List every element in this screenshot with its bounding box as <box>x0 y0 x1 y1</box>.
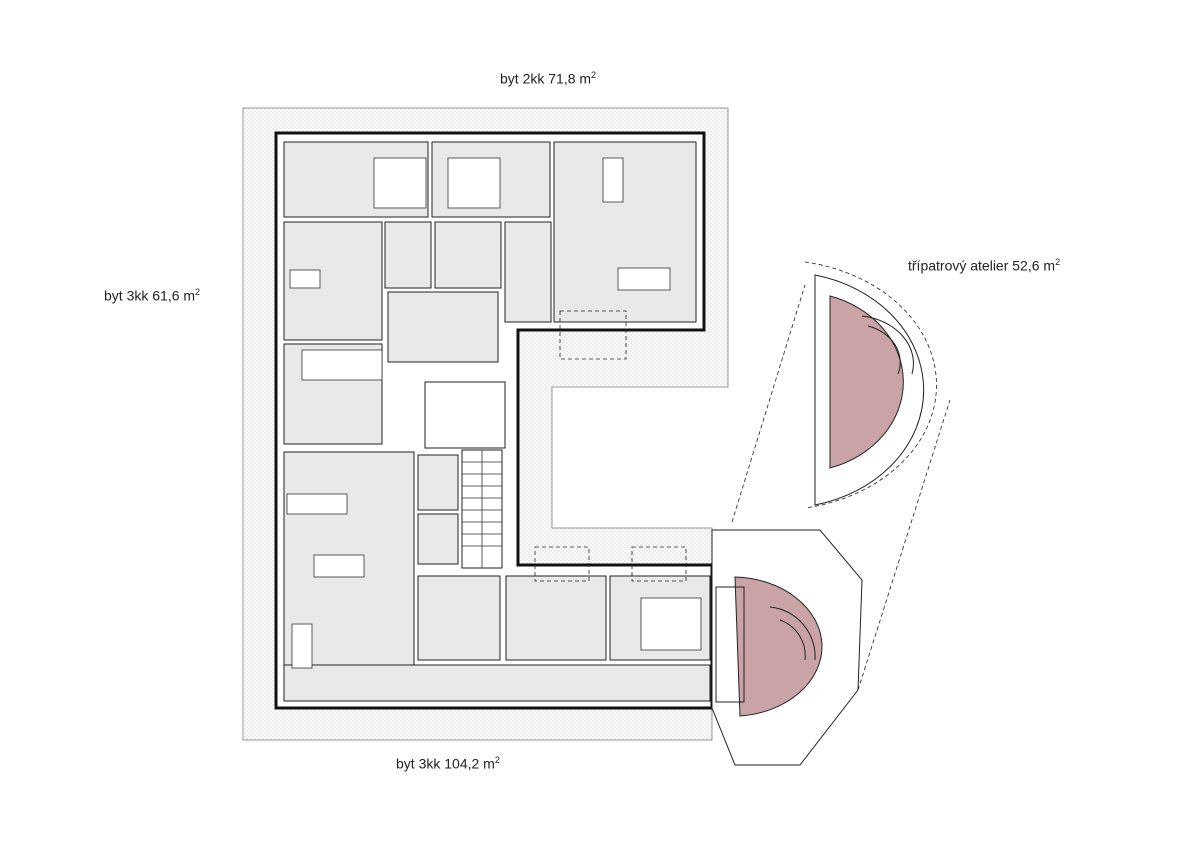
room-bath-4 <box>417 513 459 565</box>
room-kitchen-2kk <box>504 221 552 323</box>
atelier-detail-floor <box>829 295 904 469</box>
balcony-lower-1 <box>534 546 590 582</box>
room-living-3kk-small <box>283 221 383 341</box>
sofa-2kk <box>602 157 624 203</box>
bed-1 <box>373 157 427 209</box>
detail-leader-1 <box>731 284 806 523</box>
detail-leader-2 <box>857 399 951 691</box>
bed-3 <box>301 349 383 381</box>
room-bath-3 <box>417 454 459 511</box>
corridor-3kk <box>283 664 711 702</box>
room-living-2kk <box>553 141 697 323</box>
dining-table-2kk <box>617 267 671 291</box>
atelier-stair-upper <box>861 315 914 375</box>
balcony-lower-2 <box>631 546 687 582</box>
label-flat-2kk: byt 2kk 71,8 m2 <box>500 70 597 87</box>
dining-table-3kk-small <box>289 269 321 289</box>
sofa <box>291 623 313 669</box>
hall-core <box>387 291 499 363</box>
bed-2 <box>447 157 501 209</box>
atelier-detail-outer-dash <box>804 261 937 509</box>
atelier-floor <box>734 576 823 717</box>
room-bedroom-3kk-a <box>505 575 607 661</box>
label-atelier: třípatrový atelier 52,6 m2 <box>908 257 1061 274</box>
elevator <box>424 381 506 449</box>
dining-table-3kk-large <box>313 554 365 578</box>
label-flat-3kk-large: byt 3kk 104,2 m2 <box>396 755 500 772</box>
bed-4 <box>640 597 702 651</box>
stair-treads <box>462 450 502 568</box>
atelier-entry <box>715 586 745 703</box>
room-bath-2 <box>434 221 502 289</box>
label-flat-3kk-small: byt 3kk 61,6 m2 <box>104 287 201 304</box>
room-bath-5 <box>417 575 501 661</box>
kitchen-island <box>286 493 348 515</box>
room-bath-1 <box>384 221 432 289</box>
balcony-top <box>559 310 627 360</box>
atelier-stair-lower <box>769 606 816 661</box>
